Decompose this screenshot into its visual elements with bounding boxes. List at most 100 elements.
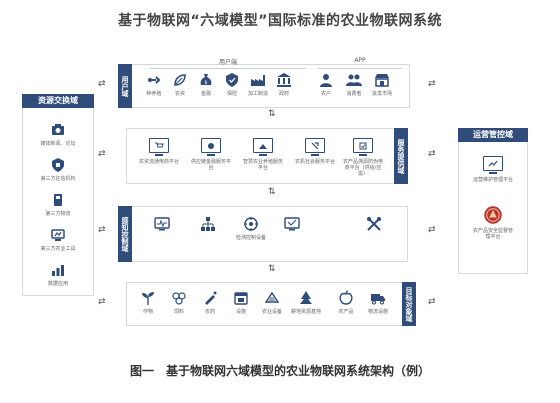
user-item: 加工制造 — [238, 72, 278, 97]
connector-arrow: ⇄ — [428, 297, 436, 307]
resource-item-label: 第三方征信机构 — [40, 176, 76, 182]
users-icon — [346, 74, 362, 86]
ops-item-label: 运营维护管理平台 — [472, 177, 513, 183]
service-item-label: 供应链金融服务平台 — [190, 159, 231, 171]
user-item-label: 保险 — [226, 91, 237, 97]
group-label-client: 用户端 — [218, 59, 237, 66]
svg-text:$: $ — [204, 80, 207, 86]
user-item: 批发市场 — [362, 72, 402, 97]
facility-icon — [234, 292, 248, 305]
connector-arrow: ⇄ — [98, 297, 106, 307]
target-item: 农药 — [190, 290, 230, 315]
farm-icon — [253, 138, 273, 153]
service-item: 农资流通电商平台 — [139, 138, 179, 165]
truck-icon — [371, 294, 385, 305]
target-item-label: 作物 — [142, 309, 153, 315]
government-icon — [277, 73, 291, 87]
ops-item: 运营维护管理平台 — [473, 156, 513, 183]
connector-arrow: ⇅ — [268, 264, 276, 274]
service-item-label: 农资流通电商平台 — [138, 159, 179, 165]
connector-arrow: ⇄ — [98, 149, 106, 159]
tools-icon — [367, 217, 381, 231]
data-icon — [52, 265, 64, 276]
user-item: 保险 — [212, 72, 252, 97]
sprout-icon — [142, 292, 154, 305]
target-item: 物流设施 — [358, 290, 398, 315]
factory-icon — [251, 75, 265, 86]
screen-sensor-icon — [284, 217, 300, 231]
sensing-control-tag: 感知控制域 — [118, 206, 132, 262]
user-item: 农资 — [160, 72, 200, 97]
user-item: 政府 — [264, 72, 304, 97]
user-item-label: 政府 — [278, 91, 289, 97]
service-item-label: 农机社会服务平台 — [294, 159, 335, 165]
tractor-icon — [305, 138, 325, 153]
target-item-label: 农药 — [204, 309, 215, 315]
user-item: 种养殖 — [134, 72, 174, 97]
operations-control-domain — [458, 138, 528, 274]
group-divider — [150, 68, 306, 69]
sensing-control-domain — [118, 206, 408, 262]
target-item-label: 设施 — [235, 309, 246, 315]
connector-arrow: ⇄ — [98, 79, 106, 89]
resource-item-label: 第三方物流 — [45, 211, 71, 217]
seedling-icon — [148, 76, 161, 84]
user-item-label: 金融 — [200, 91, 211, 97]
resource-exchange-tag: 资源交换域 — [22, 94, 94, 108]
target-item-label: 饲料 — [173, 309, 184, 315]
crosshair-icon — [244, 217, 258, 231]
connector-arrow: ⇄ — [428, 79, 436, 89]
sensing-item — [354, 216, 394, 235]
target-item-label: 耕地资源基地 — [290, 309, 321, 315]
user-item-label: 批发市场 — [371, 91, 392, 97]
resource-item: 第三方农业工具 — [22, 227, 94, 252]
target-item: 农产品 — [326, 290, 366, 315]
group-divider — [318, 68, 402, 69]
resource-item-label: 媒体新闻、论坛 — [40, 141, 76, 147]
pesticide-icon — [205, 291, 217, 305]
group-label-app: APP — [354, 57, 366, 64]
finance-icon — [201, 138, 221, 153]
user-domain-tag: 用户域 — [118, 64, 132, 108]
service-provision-domain — [126, 128, 408, 184]
connector-arrow: ⇄ — [428, 149, 436, 159]
service-item: 农机社会服务平台 — [295, 138, 335, 165]
target-item: 农业设备 — [252, 290, 292, 315]
resource-item-label: 数据应用 — [47, 281, 68, 287]
logistics-icon — [54, 194, 62, 206]
user-item-label: 种养殖 — [146, 91, 162, 97]
land-icon — [300, 291, 312, 304]
target-item: 饲料 — [159, 290, 199, 315]
target-object-tag: 目标对象域 — [402, 282, 416, 326]
user-item: 农户 — [306, 72, 346, 97]
target-item: 耕地资源基地 — [286, 290, 326, 315]
sensing-item: 检测控制设备 — [226, 216, 276, 241]
connector-arrow: ⇄ — [428, 225, 436, 235]
sensing-item — [142, 216, 182, 235]
service-item: 农产品溯源防伪电商平台（供给/应需） — [343, 138, 383, 177]
resource-item: 第三方物流 — [22, 192, 94, 217]
ops-item: 农产品安全监督管理平台 — [473, 205, 513, 240]
service-item-label: 农产品溯源防伪电商平台（供给/应需） — [342, 159, 383, 177]
target-item: 设施 — [221, 290, 261, 315]
resource-item-label: 第三方农业工具 — [40, 246, 76, 252]
service-item-label: 智慧农业养殖服务平台 — [242, 159, 283, 171]
media-icon — [52, 124, 64, 135]
resource-item: 数据应用 — [22, 262, 94, 287]
connector-arrow: ⇅ — [268, 187, 276, 197]
shield-icon — [226, 73, 238, 87]
money-bag-icon: $ — [200, 74, 212, 86]
cart-icon — [149, 138, 169, 153]
target-item-label: 农产品 — [338, 309, 354, 315]
sensing-item-label: 检测控制设备 — [235, 235, 266, 241]
figure-caption: 图一 基于物联网六域模型的农业物联网系统架构（例） — [129, 364, 430, 378]
target-item: 作物 — [128, 290, 168, 315]
user-item-label: 加工制造 — [247, 91, 268, 97]
leaf-icon — [174, 74, 186, 86]
target-object-domain — [126, 282, 416, 326]
user-item: $ 金融 — [186, 72, 226, 97]
trace-icon — [353, 138, 373, 153]
sensing-item — [188, 216, 228, 235]
target-item-label: 农业设备 — [261, 309, 282, 315]
user-item-label: 农户 — [320, 91, 331, 97]
